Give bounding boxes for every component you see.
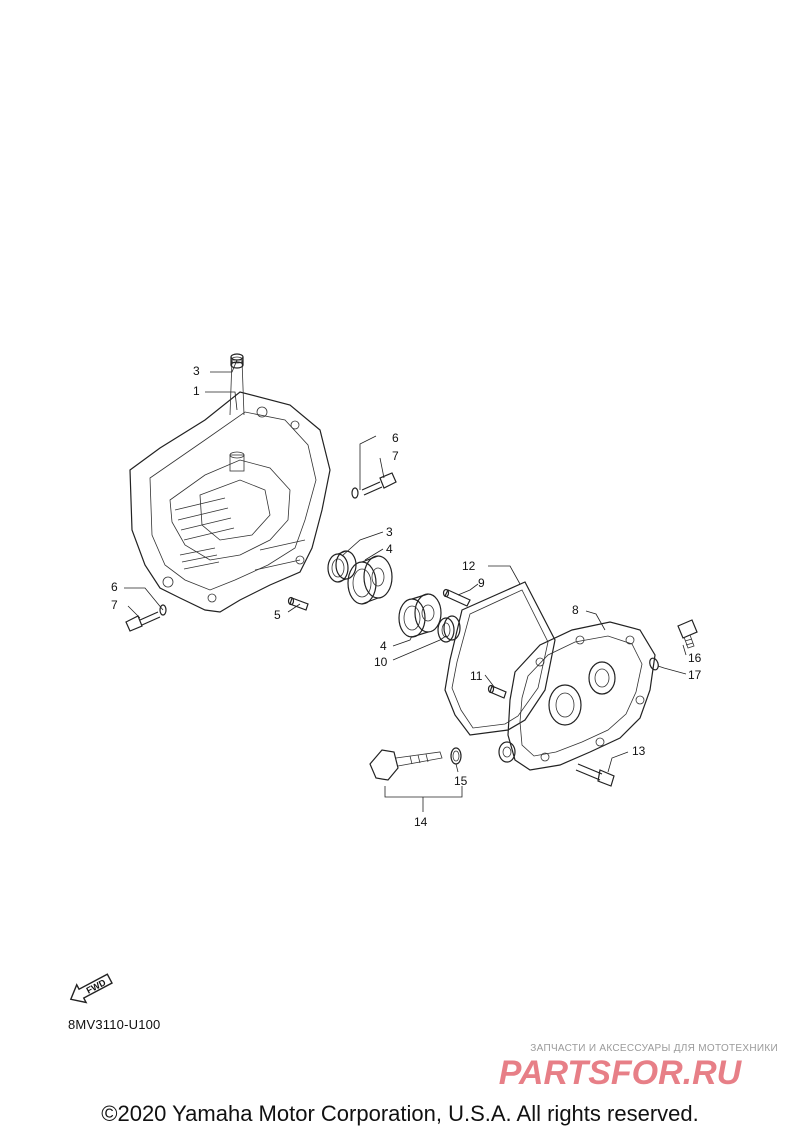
collar-2-drawing: [230, 353, 244, 369]
bearing-4-lower-drawing: [398, 593, 442, 638]
oil-seal-3-drawing: [327, 550, 357, 583]
watermark-tagline: ЗАПЧАСТИ И АКСЕССУАРЫ ДЛЯ МОТОТЕХНИКИ: [530, 1043, 778, 1054]
callout-9: 9: [478, 576, 485, 590]
bolt-7-lower-drawing: [125, 604, 167, 632]
callout-15: 15: [454, 774, 468, 788]
callout-13: 13: [632, 744, 646, 758]
callout-8: 8: [572, 603, 579, 617]
o-ring-17-drawing: [649, 657, 659, 671]
leader-lines: [124, 359, 687, 812]
plug-16-drawing: [677, 619, 698, 649]
fwd-arrow-icon: FWD: [69, 973, 113, 1004]
callout-7-lower: 7: [111, 598, 118, 612]
callout-6-lower: 6: [111, 580, 118, 594]
callout-10: 10: [374, 655, 388, 669]
bearing-4-upper-drawing: [347, 555, 393, 605]
callout-14: 14: [414, 815, 428, 829]
callout-17: 17: [688, 668, 702, 682]
callout-labels: 3 1 6 7 3 4 9 12 8 6 7 5 4 10 11 16 17 1…: [111, 364, 702, 829]
bolt-7-upper-drawing: [351, 472, 397, 499]
dowel-11-drawing: [487, 684, 507, 699]
callout-1: 1: [193, 384, 200, 398]
dowel-9-drawing: [442, 588, 471, 607]
crankcase-8-drawing: [498, 621, 656, 771]
diagram-code: 8MV3110-U100: [68, 1017, 161, 1032]
watermark-logo-text: PARTSFOR.RU: [499, 1054, 743, 1092]
callout-7-upper: 7: [392, 449, 399, 463]
copyright-notice: ©2020 Yamaha Motor Corporation, U.S.A. A…: [101, 1101, 699, 1126]
watermark-logo: PARTSFOR.RU: [499, 1054, 743, 1092]
callout-4-upper: 4: [386, 542, 393, 556]
callout-11: 11: [470, 669, 483, 683]
oil-seal-10-drawing: [437, 615, 461, 643]
crankcase-1-drawing: [129, 356, 331, 613]
callout-3: 3: [386, 525, 393, 539]
callout-5: 5: [274, 608, 281, 622]
callout-4-lower: 4: [380, 639, 387, 653]
callout-12: 12: [462, 559, 476, 573]
o-ring-15-drawing: [450, 747, 462, 765]
callout-2: 3: [193, 364, 200, 378]
oil-gauge-14-drawing: [369, 749, 443, 781]
bolt-13-drawing: [575, 763, 615, 787]
callout-16: 16: [688, 651, 702, 665]
callout-6-upper: 6: [392, 431, 399, 445]
dowel-5-drawing: [287, 596, 309, 611]
